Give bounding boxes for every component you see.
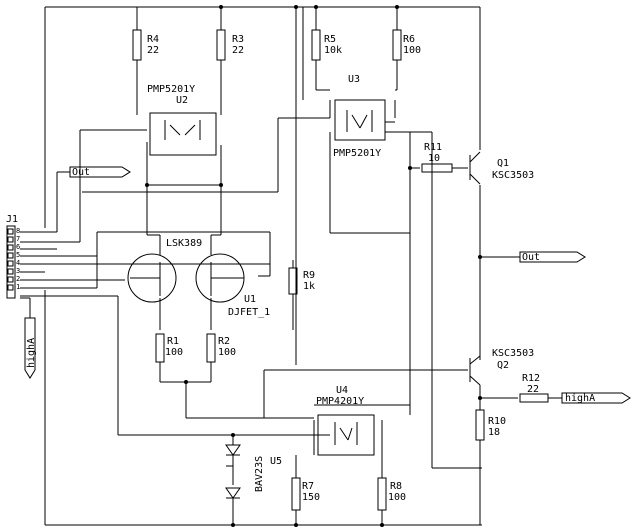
r4-value: 22 <box>147 45 159 56</box>
port-out-right-label: Out <box>522 252 540 263</box>
r2-ref: R2 <box>218 336 230 347</box>
resistor-r5: R5 10k <box>311 29 342 61</box>
r9-ref: R9 <box>303 270 315 281</box>
r9-value: 1k <box>303 281 315 292</box>
port-out-left-label: Out <box>72 167 90 178</box>
r8-ref: R8 <box>390 481 402 492</box>
u4-part: PMP4201Y <box>316 396 364 407</box>
port-out-left: Out <box>69 166 131 178</box>
resistor-r11: R11 10 <box>421 142 453 173</box>
transistor-q2: KSC3503 Q2 <box>469 348 534 386</box>
j1-pin-7: 7 <box>16 235 20 243</box>
r11-value: 10 <box>428 153 440 164</box>
wires <box>20 6 562 526</box>
resistor-r3: R3 22 <box>216 29 244 61</box>
u2-ref: U2 <box>176 95 188 106</box>
j1-ref: J1 <box>6 214 18 225</box>
r3-ref: R3 <box>232 34 244 45</box>
transistor-q1: Q1 KSC3503 <box>469 151 534 185</box>
u3-part: PMP5201Y <box>333 148 381 159</box>
resistor-r8: R8 100 <box>377 477 406 511</box>
q1-ref: Q1 <box>497 158 509 169</box>
r8-value: 100 <box>388 492 406 503</box>
u1-part: DJFET_1 <box>228 307 270 318</box>
resistor-r7: R7 150 <box>291 477 320 511</box>
j1-pin-8: 8 <box>16 227 20 235</box>
resistor-r9: R9 1k <box>288 267 315 295</box>
r10-value: 18 <box>488 427 500 438</box>
port-out-right: Out <box>519 251 586 263</box>
diode-u5: U5 BAV23S <box>225 444 282 499</box>
r12-ref: R12 <box>522 373 540 384</box>
u1-type: LSK389 <box>166 238 202 249</box>
connector-j1: J1 8 7 6 5 4 3 2 1 <box>6 214 20 299</box>
ic-u1: LSK389 U1 DJFET_1 <box>127 238 270 318</box>
r4-ref: R4 <box>147 34 159 45</box>
r1-value: 100 <box>165 347 183 358</box>
resistor-r12: R12 22 <box>519 373 549 403</box>
junction-dots <box>145 5 482 527</box>
q1-part: KSC3503 <box>492 170 534 181</box>
u5-ref: U5 <box>270 456 282 467</box>
r12-value: 22 <box>527 384 539 395</box>
r7-value: 150 <box>302 492 320 503</box>
resistor-r6: R6 100 <box>392 29 421 61</box>
port-higha-right: highA <box>561 392 631 404</box>
r1-ref: R1 <box>167 336 179 347</box>
r3-value: 22 <box>232 45 244 56</box>
resistor-r1: R1 100 <box>155 333 183 363</box>
r7-ref: R7 <box>302 481 314 492</box>
r5-value: 10k <box>324 45 342 56</box>
r6-value: 100 <box>403 45 421 56</box>
resistor-r2: R2 100 <box>206 333 236 363</box>
q2-part: KSC3503 <box>492 348 534 359</box>
resistor-r4: R4 22 <box>132 29 159 61</box>
u3-ref: U3 <box>348 74 360 85</box>
u4-ref: U4 <box>336 385 348 396</box>
q2-ref: Q2 <box>497 360 509 371</box>
j1-pin-2: 2 <box>16 275 20 283</box>
port-higha-left: highA <box>24 317 37 379</box>
j1-pin-5: 5 <box>16 251 20 259</box>
port-higha-right-label: highA <box>565 393 595 404</box>
j1-pin-1: 1 <box>16 283 20 291</box>
r10-ref: R10 <box>488 416 506 427</box>
r5-ref: R5 <box>324 34 336 45</box>
port-higha-left-label: highA <box>26 338 37 368</box>
ic-u4: U4 PMP4201Y <box>316 385 375 456</box>
r6-ref: R6 <box>403 34 415 45</box>
r11-ref: R11 <box>424 142 442 153</box>
resistor-r10: R10 18 <box>475 409 506 441</box>
j1-pin-6: 6 <box>16 243 20 251</box>
u1-ref: U1 <box>244 294 256 305</box>
j1-pin-4: 4 <box>16 259 20 267</box>
r2-value: 100 <box>218 347 236 358</box>
ic-u2: PMP5201Y U2 <box>147 84 217 156</box>
u2-part: PMP5201Y <box>147 84 195 95</box>
j1-pin-3: 3 <box>16 267 20 275</box>
u5-part: BAV23S <box>254 456 265 492</box>
ic-u3: U3 PMP5201Y <box>333 74 386 159</box>
